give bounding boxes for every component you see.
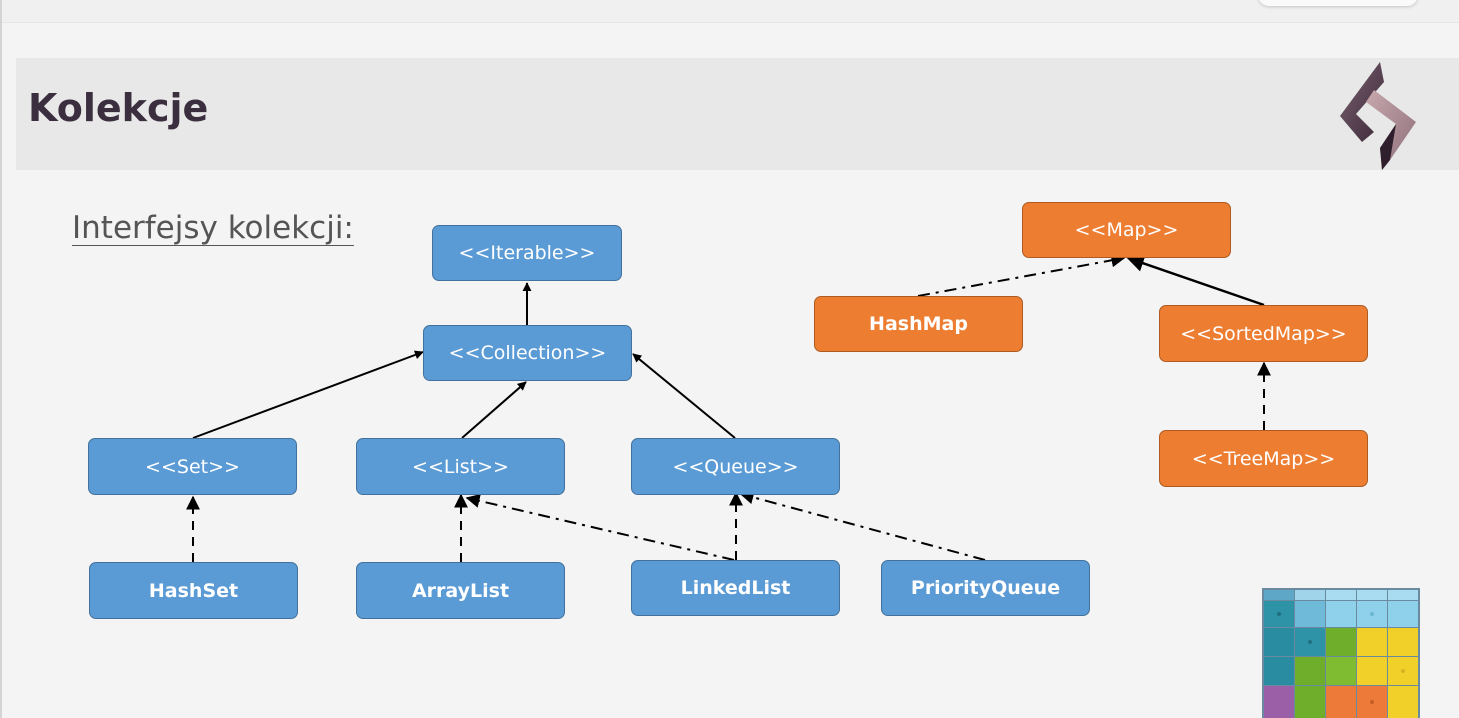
node-treemap: <<TreeMap>> bbox=[1159, 430, 1368, 487]
title-bar bbox=[16, 58, 1459, 170]
node-priorityqueue: PriorityQueue bbox=[881, 560, 1090, 616]
logo-icon bbox=[1340, 62, 1416, 170]
edge-linkedlist-list bbox=[465, 494, 735, 561]
edge-set-collection bbox=[192, 350, 424, 439]
slide-title: Kolekcje bbox=[28, 86, 209, 130]
node-arraylist: ArrayList bbox=[356, 562, 565, 619]
top-tab[interactable] bbox=[1258, 0, 1418, 6]
edge-queue-collection bbox=[632, 353, 736, 439]
node-linkedlist: LinkedList bbox=[631, 560, 840, 616]
node-hashmap: HashMap bbox=[814, 296, 1023, 352]
edge-sortedmap-map bbox=[1126, 254, 1265, 307]
colored-blocks-image bbox=[1262, 588, 1420, 718]
node-collection: <<Collection>> bbox=[423, 325, 632, 381]
node-hashset: HashSet bbox=[89, 562, 298, 619]
node-iterable: <<Iterable>> bbox=[432, 225, 622, 281]
node-sortedmap: <<SortedMap>> bbox=[1159, 305, 1368, 362]
node-list: <<List>> bbox=[356, 438, 565, 495]
slide-left-border bbox=[0, 0, 2, 718]
edge-priorityqueue-queue bbox=[739, 490, 986, 561]
edge-list-collection bbox=[461, 381, 527, 439]
node-set: <<Set>> bbox=[88, 438, 297, 495]
node-queue: <<Queue>> bbox=[631, 438, 840, 495]
slide-subtitle: Interfejsy kolekcji: bbox=[72, 210, 354, 246]
node-map: <<Map>> bbox=[1022, 202, 1231, 258]
top-band bbox=[0, 0, 1459, 23]
edge-hashmap-map bbox=[917, 253, 1126, 297]
